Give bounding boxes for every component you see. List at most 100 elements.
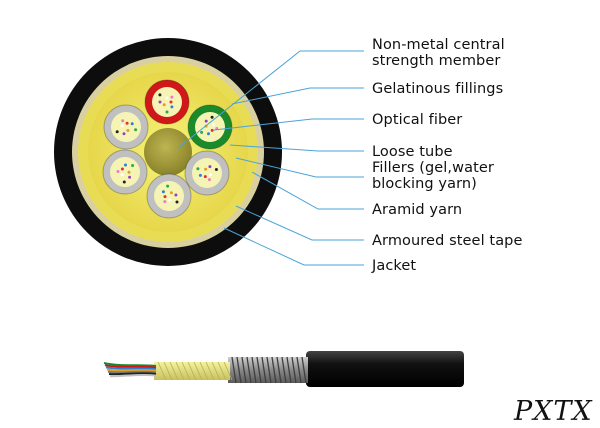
optical-fiber-dot (174, 193, 178, 197)
loose-tube-edge (146, 173, 192, 219)
label-optical-fiber: Optical fiber (372, 112, 463, 128)
leader-lines (177, 50, 364, 266)
label-strength-member-line2: strength member (372, 53, 501, 69)
yarn-strand (223, 361, 233, 381)
label-fillers-line2: blocking yarn) (372, 176, 477, 192)
yarn-strand (193, 361, 203, 381)
label-fillers: Fillers (gel,water blocking yarn) (372, 160, 494, 192)
optical-fiber-dot (204, 167, 208, 171)
loose-tube-grey-4 (103, 104, 149, 150)
loose-tube-edge (187, 104, 233, 150)
optical-fiber-dot (127, 170, 131, 174)
exposed-fiber (107, 370, 157, 374)
yarn-strand (157, 361, 167, 381)
leader-strength-member (177, 50, 364, 149)
armour-stripe (241, 356, 247, 384)
label-strength-member: Non-metal central strength member (372, 37, 505, 69)
exposed-fiber (104, 364, 157, 369)
leader-gelatinous-fillings (231, 87, 364, 105)
loose-tube-edge (144, 79, 190, 125)
optical-fiber-dot (124, 163, 127, 167)
optical-fiber-dot (134, 128, 138, 132)
optical-fiber-dot (207, 178, 211, 182)
tube-gel (192, 158, 222, 188)
loose-tube-grey-3 (102, 149, 148, 195)
cable-side-view (103, 351, 464, 387)
armour-stripe (276, 356, 282, 384)
yarn-strand (175, 361, 185, 381)
yarn-strand (187, 361, 197, 381)
armour-stripe (256, 356, 262, 384)
optical-fiber-dot (196, 167, 200, 171)
optical-fiber-dot (120, 167, 124, 171)
yarn-strand (199, 361, 209, 381)
optical-fiber-dot (169, 191, 173, 195)
armour-stripe (251, 356, 257, 384)
optical-fiber-dot (158, 100, 162, 104)
optical-fiber-dot (125, 121, 129, 125)
optical-fiber-dot (120, 173, 124, 177)
optical-fiber-dot (166, 184, 170, 188)
leader-jacket (223, 227, 364, 266)
optical-fiber-dot (115, 130, 119, 134)
exposed-fiber (108, 372, 157, 376)
tube-gel (195, 112, 225, 142)
loose-tube-green (187, 104, 233, 150)
optical-fiber-dot (175, 200, 179, 204)
leader-loose-tube (229, 144, 364, 152)
optical-fiber-dot (200, 130, 204, 134)
loose-tube-edge (184, 150, 230, 196)
armour-stripe (236, 356, 242, 384)
exposed-fiber (109, 373, 157, 378)
optical-fiber-dot (210, 115, 214, 119)
optical-fiber-dot (208, 165, 212, 169)
side-jacket (306, 351, 464, 387)
optical-fiber-dot (203, 175, 207, 179)
optical-fiber-dot (165, 110, 169, 114)
yarn-strand (181, 361, 191, 381)
leader-fillers (235, 157, 364, 178)
label-fillers-line1: Fillers (gel,water (372, 160, 494, 176)
optical-fiber-dot (122, 132, 126, 136)
optical-fiber-dot (116, 170, 120, 173)
tube-gel (111, 112, 141, 142)
optical-fiber-dot (120, 124, 124, 128)
loose-tube-grey-2 (146, 173, 192, 219)
armour-stripe (296, 356, 302, 384)
optical-fiber-dot (161, 190, 165, 194)
exposed-fiber (103, 362, 157, 367)
optical-fiber-dot (128, 175, 132, 179)
yarn-strand (169, 361, 179, 381)
armour-stripe (286, 356, 292, 384)
optical-fiber-dot (162, 103, 166, 107)
armour-stripe (281, 356, 287, 384)
optical-fiber-dot (169, 100, 173, 104)
yarn-strand (205, 361, 215, 381)
label-gelatinous-fillings: Gelatinous fillings (372, 81, 504, 97)
optical-fiber-dot (210, 128, 214, 132)
armour-stripe (261, 356, 267, 384)
optical-fiber-dot (168, 198, 172, 202)
optical-fiber-dot (158, 93, 162, 97)
armour-stripe (246, 356, 252, 384)
loose-tube-grey-1 (184, 150, 230, 196)
model-name: PXTX (514, 396, 593, 427)
central-strength-member (144, 128, 192, 176)
fiber-bundle (103, 362, 157, 378)
label-armoured-steel-tape: Armoured steel tape (372, 233, 523, 249)
exposed-fiber (106, 368, 157, 372)
loose-tube-red (144, 79, 190, 125)
armour-stripe (266, 356, 272, 384)
optical-fiber-dot (209, 173, 213, 177)
leader-aramid-yarn (251, 171, 364, 210)
optical-fiber-dot (163, 195, 167, 199)
armour-stripe (291, 356, 297, 384)
optical-fiber-dot (131, 164, 135, 167)
optical-fiber-dot (198, 173, 202, 177)
optical-fiber-dot (170, 95, 174, 99)
optical-fiber-dot (211, 123, 215, 127)
label-strength-member-line1: Non-metal central (372, 37, 505, 53)
armour-stripe (271, 356, 277, 384)
yarn-strand (163, 361, 173, 381)
